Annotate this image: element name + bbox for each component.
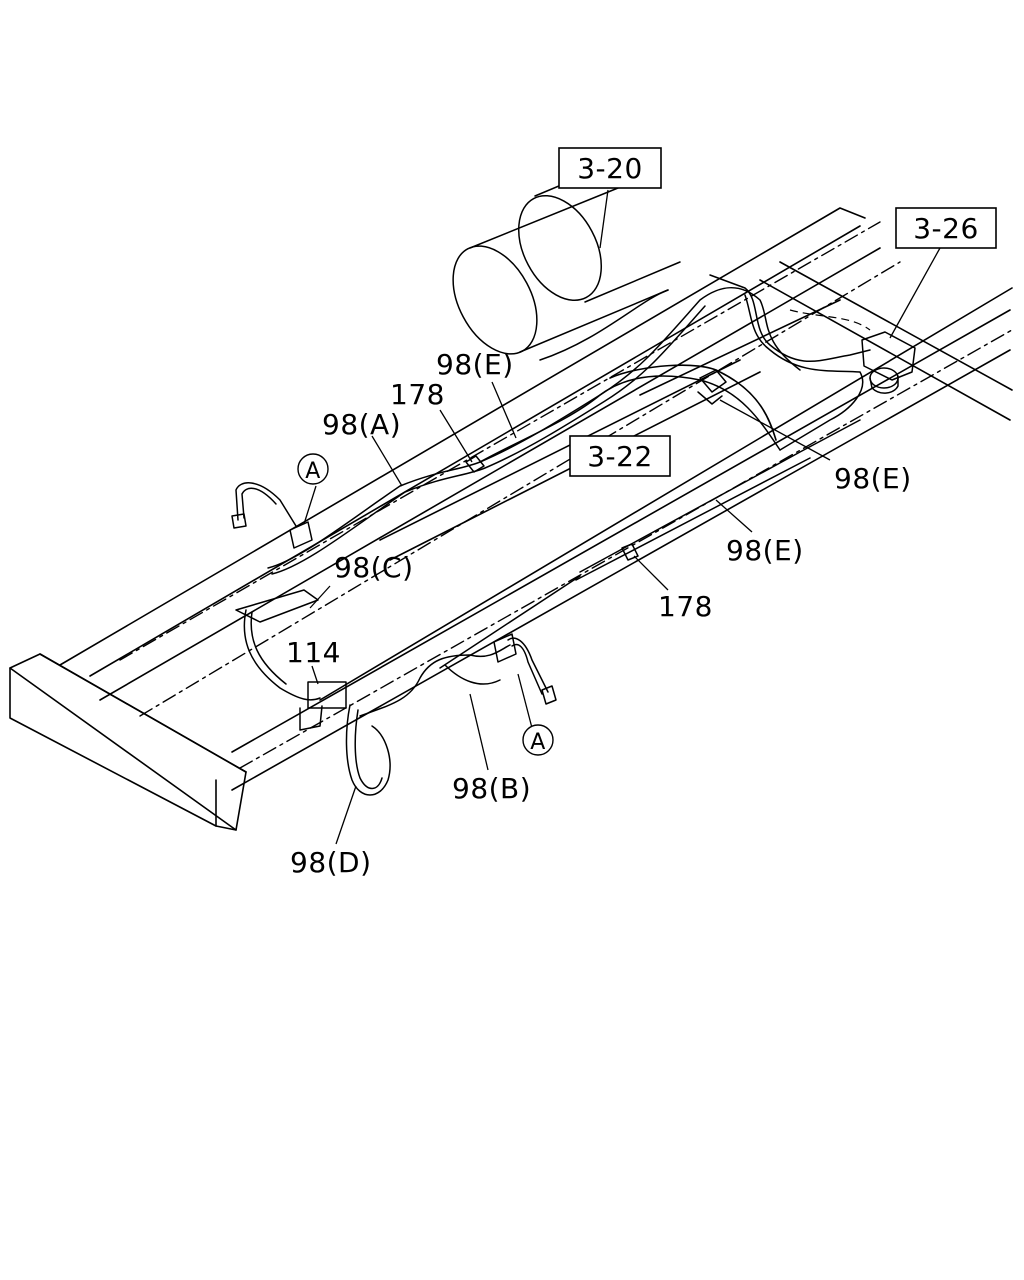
- brake-pipes: [235, 274, 871, 796]
- detail-a-right-label: A: [530, 730, 546, 755]
- reference-box-3-22[interactable]: 3-22: [569, 435, 671, 477]
- pipe-98-e-top: [479, 375, 781, 463]
- ref-3-22-label: 3-22: [587, 440, 653, 473]
- detail-a-right-marker[interactable]: A: [522, 724, 554, 756]
- pipe-98-a: [267, 286, 801, 569]
- pipe-98-b: [359, 644, 511, 717]
- callout-114[interactable]: 114: [286, 636, 341, 669]
- pipe-98-c: [243, 609, 321, 701]
- leader-lines: [303, 189, 941, 845]
- chassis-frame: [9, 207, 1013, 831]
- callout-178-top[interactable]: 178: [390, 378, 445, 411]
- detail-a-left-label: A: [305, 459, 321, 484]
- callout-98-a[interactable]: 98(A): [322, 408, 401, 441]
- callout-98-e-lower[interactable]: 98(E): [726, 534, 804, 567]
- reference-box-3-20[interactable]: 3-20: [558, 147, 662, 189]
- callout-98-e-top[interactable]: 98(E): [436, 348, 514, 381]
- callout-98-b[interactable]: 98(B): [452, 772, 531, 805]
- relay-valve: [861, 331, 916, 381]
- callout-98-e-right[interactable]: 98(E): [834, 462, 912, 495]
- valve-114-body: [307, 681, 347, 709]
- callout-98-d[interactable]: 98(D): [290, 846, 372, 879]
- detail-a-left-marker[interactable]: A: [297, 453, 329, 485]
- pipe-98-d: [345, 704, 391, 796]
- callout-98-c[interactable]: 98(C): [334, 551, 414, 584]
- ref-3-20-label: 3-20: [577, 152, 643, 185]
- reference-box-3-26[interactable]: 3-26: [895, 207, 997, 249]
- pipe-98-e-lower: [579, 419, 861, 573]
- ref-3-26-label: 3-26: [913, 212, 979, 245]
- callout-178-lower[interactable]: 178: [658, 590, 713, 623]
